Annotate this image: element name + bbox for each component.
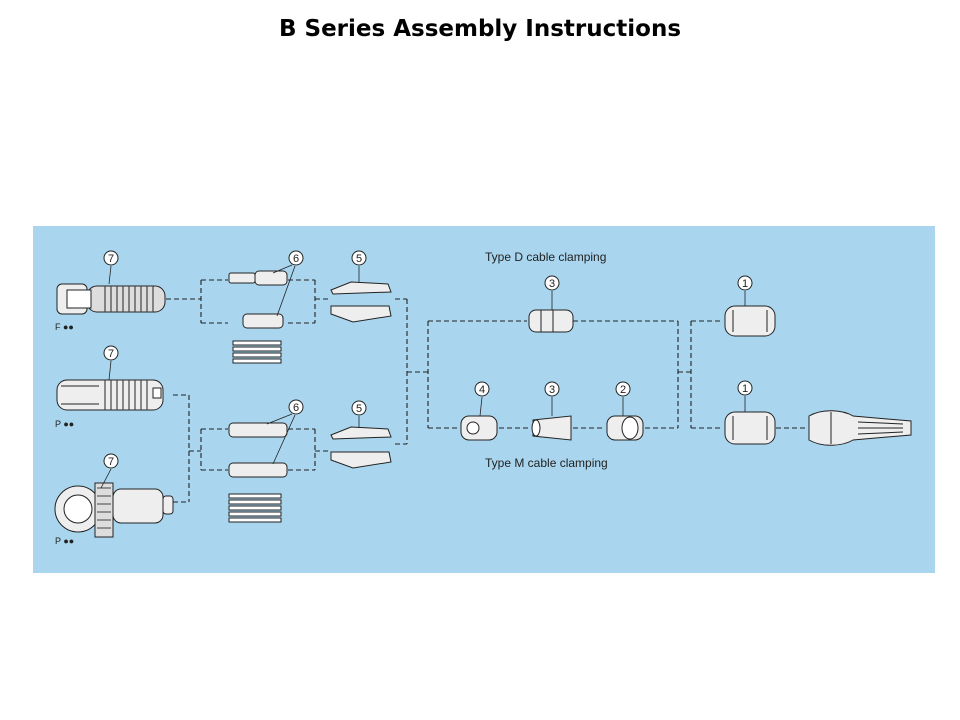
callout-7-plug-f: 7 — [108, 253, 114, 265]
callout-4-type-m: 4 — [479, 384, 485, 396]
type-d-clamp-drawing — [528, 309, 574, 333]
type-m-caption: Type M cable clamping — [485, 456, 608, 470]
contacts-top-drawing — [228, 270, 288, 364]
plug-label-f: F ●● — [55, 322, 74, 332]
plug-label-p: P ●● — [55, 419, 74, 429]
type-m-clamp-3-drawing — [531, 415, 572, 441]
callout-5-bottom: 5 — [356, 403, 362, 415]
callout-3-type-d: 3 — [549, 278, 555, 290]
insulator-top-drawing — [330, 281, 392, 323]
callout-7-plug-p: 7 — [108, 348, 114, 360]
nut-top-drawing — [724, 305, 776, 337]
plug-label-p-panel: P ●● — [55, 536, 74, 546]
cable-boot-drawing — [808, 410, 912, 446]
callout-5-top: 5 — [356, 253, 362, 265]
type-m-collet-4-drawing — [460, 415, 498, 441]
nut-bottom-drawing — [724, 411, 776, 445]
plug-f-drawing — [56, 283, 166, 315]
callout-3-type-m: 3 — [549, 384, 555, 396]
callout-6-bottom: 6 — [293, 402, 299, 414]
plug-p-panel-drawing — [54, 482, 174, 538]
callout-1-top: 1 — [742, 278, 748, 290]
connection-lines — [166, 279, 806, 503]
callout-6-top: 6 — [293, 253, 299, 265]
type-m-gasket-2-drawing — [606, 415, 644, 441]
callout-1-bottom: 1 — [742, 383, 748, 395]
page-title: B Series Assembly Instructions — [278, 16, 682, 42]
callout-2-type-m: 2 — [620, 384, 626, 396]
plug-p-drawing — [56, 379, 164, 411]
contacts-bottom-drawing — [228, 422, 288, 523]
insulator-bottom-drawing — [330, 426, 392, 469]
callout-7-plug-panel: 7 — [108, 456, 114, 468]
assembly-diagram: 7 7 7 6 6 5 5 3 4 3 2 1 1 Type D cable c… — [33, 226, 935, 573]
type-d-caption: Type D cable clamping — [485, 250, 606, 264]
